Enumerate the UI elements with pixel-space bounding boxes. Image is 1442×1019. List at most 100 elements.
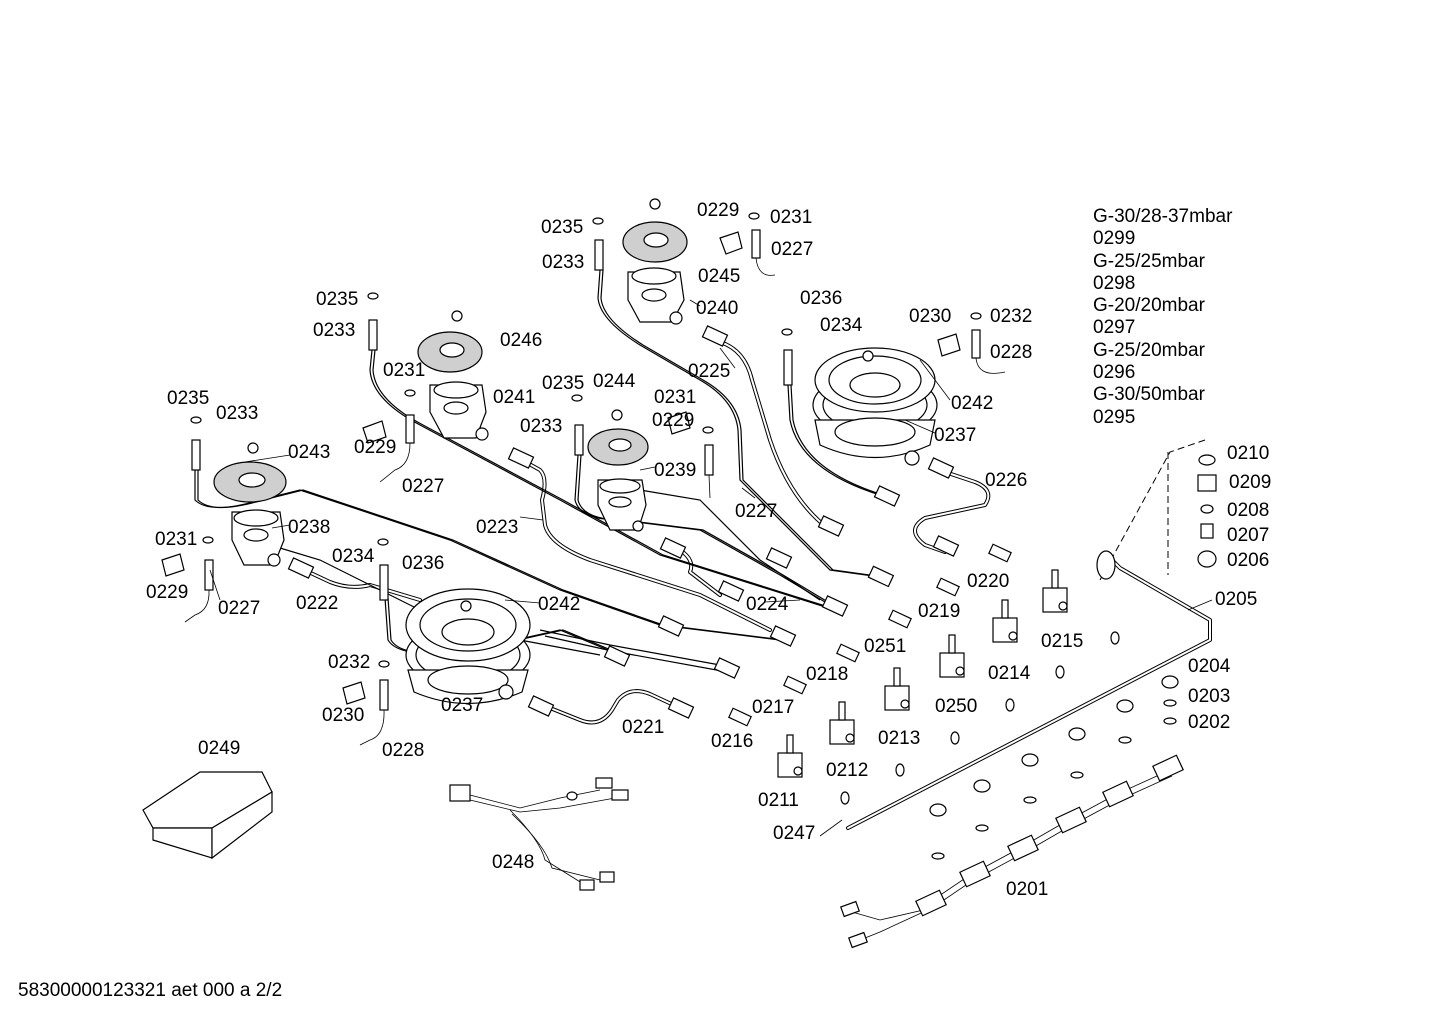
callout-label: 0229 bbox=[697, 200, 739, 221]
callout-label: 0243 bbox=[288, 442, 330, 463]
callout-label: 0203 bbox=[1188, 686, 1230, 707]
gas-type: G-25/25mbar bbox=[1093, 250, 1205, 272]
callout-label: 0234 bbox=[332, 546, 375, 567]
callout-label: 0235 bbox=[541, 217, 583, 238]
callout-label: 0231 bbox=[770, 207, 812, 228]
callout-label: 0232 bbox=[328, 652, 370, 673]
gas-part-number: 0298 bbox=[1093, 272, 1136, 294]
callout-label: 0251 bbox=[864, 636, 906, 657]
wiring-0248 bbox=[449, 777, 629, 891]
callout-label: 0249 bbox=[198, 738, 240, 759]
callout-label: 0221 bbox=[622, 717, 664, 738]
leader-lines bbox=[209, 299, 1213, 837]
callout-label: 0223 bbox=[476, 517, 518, 538]
callout-label: 0236 bbox=[402, 553, 444, 574]
burner-assembly-rear-center bbox=[622, 198, 688, 325]
callout-label: 0235 bbox=[542, 373, 584, 394]
knob-fixings bbox=[929, 675, 1179, 860]
callout-labels: 0235 0233 0229 0231 0227 0245 0240 0236 … bbox=[146, 200, 1271, 900]
callout-label: 0248 bbox=[492, 852, 534, 873]
callout-label: 0209 bbox=[1229, 472, 1271, 493]
callout-label: 0228 bbox=[990, 342, 1032, 363]
burner-assembly-left bbox=[213, 442, 287, 567]
gas-part-number: 0295 bbox=[1093, 406, 1136, 428]
callout-label: 0224 bbox=[746, 594, 789, 615]
callout-label: 0246 bbox=[500, 330, 542, 351]
callout-label: 0228 bbox=[382, 740, 424, 761]
callout-label: 0232 bbox=[990, 306, 1032, 327]
callout-label: 0242 bbox=[951, 393, 993, 414]
callout-label: 0239 bbox=[654, 460, 696, 481]
callout-label: 0216 bbox=[711, 731, 753, 752]
callout-label: 0227 bbox=[771, 239, 813, 260]
callout-label: 0225 bbox=[688, 361, 730, 382]
callout-label: 0236 bbox=[800, 288, 842, 309]
callout-label: 0241 bbox=[493, 387, 535, 408]
callout-label: 0245 bbox=[698, 266, 740, 287]
callout-label: 0211 bbox=[758, 790, 799, 811]
callout-label: 0206 bbox=[1227, 550, 1269, 571]
callout-label: 0208 bbox=[1227, 500, 1269, 521]
callout-label: 0226 bbox=[985, 470, 1027, 491]
callout-label: 0247 bbox=[773, 823, 815, 844]
gas-part-number: 0297 bbox=[1093, 317, 1136, 339]
callout-label: 0231 bbox=[155, 529, 197, 550]
gas-type: G-25/20mbar bbox=[1093, 339, 1205, 361]
callout-label: 0201 bbox=[1006, 879, 1048, 900]
burner-assembly-rear-left bbox=[417, 310, 489, 441]
callout-label: 0231 bbox=[383, 360, 425, 381]
gas-type: G-30/50mbar bbox=[1093, 384, 1205, 406]
gas-type: G-30/28-37mbar bbox=[1093, 206, 1233, 227]
callout-label: 0237 bbox=[441, 695, 483, 716]
ignition-harness bbox=[840, 754, 1184, 949]
callout-label: 0233 bbox=[216, 403, 258, 424]
callout-label: 0214 bbox=[988, 663, 1031, 684]
wok-burner-front-left bbox=[405, 588, 531, 705]
callout-label: 0233 bbox=[542, 252, 584, 273]
callout-label: 0227 bbox=[735, 501, 777, 522]
callout-label: 0229 bbox=[354, 437, 396, 458]
callout-label: 0233 bbox=[520, 416, 562, 437]
document-id: 58300000123321 aet 000 a 2/2 bbox=[18, 980, 283, 1001]
callout-label: 0207 bbox=[1227, 525, 1269, 546]
wok-burner-rear-right bbox=[812, 347, 938, 466]
callout-label: 0230 bbox=[322, 705, 364, 726]
burner-assembly-center bbox=[587, 409, 649, 532]
callout-label: 0244 bbox=[593, 371, 636, 392]
fitting-stack bbox=[1096, 439, 1217, 581]
callout-label: 0210 bbox=[1227, 443, 1269, 464]
callout-label: 0219 bbox=[918, 601, 960, 622]
callout-label: 0238 bbox=[288, 517, 330, 538]
callout-label: 0212 bbox=[826, 760, 868, 781]
callout-label: 0215 bbox=[1041, 631, 1083, 652]
callout-label: 0250 bbox=[935, 696, 977, 717]
callout-label: 0205 bbox=[1215, 589, 1257, 610]
callout-label: 0235 bbox=[316, 289, 358, 310]
gas-part-number: 0296 bbox=[1093, 362, 1136, 384]
callout-label: 0229 bbox=[652, 410, 694, 431]
callout-label: 0242 bbox=[538, 594, 580, 615]
callout-label: 0213 bbox=[878, 728, 920, 749]
callout-label: 0217 bbox=[752, 697, 794, 718]
callout-label: 0204 bbox=[1188, 656, 1231, 677]
callout-label: 0235 bbox=[167, 388, 209, 409]
callout-label: 0218 bbox=[806, 664, 848, 685]
injectors bbox=[287, 325, 1012, 727]
callout-label: 0202 bbox=[1188, 712, 1230, 733]
callout-label: 0240 bbox=[696, 298, 738, 319]
gas-variant-legend: G-30/28-37mbar 0299 G-25/25mbar 0298 G-2… bbox=[1093, 206, 1293, 429]
callout-label: 0229 bbox=[146, 582, 188, 603]
callout-label: 0222 bbox=[296, 593, 338, 614]
callout-label: 0220 bbox=[967, 571, 1009, 592]
callout-label: 0230 bbox=[909, 306, 951, 327]
gas-valves bbox=[777, 569, 1120, 805]
callout-label: 0234 bbox=[820, 315, 863, 336]
callout-label: 0233 bbox=[313, 320, 355, 341]
cover-0249 bbox=[142, 771, 273, 860]
callout-label: 0227 bbox=[218, 598, 260, 619]
gas-type: G-20/20mbar bbox=[1093, 295, 1205, 317]
callout-label: 0227 bbox=[402, 476, 444, 497]
gas-part-number: 0299 bbox=[1093, 228, 1136, 250]
callout-label: 0237 bbox=[934, 425, 976, 446]
